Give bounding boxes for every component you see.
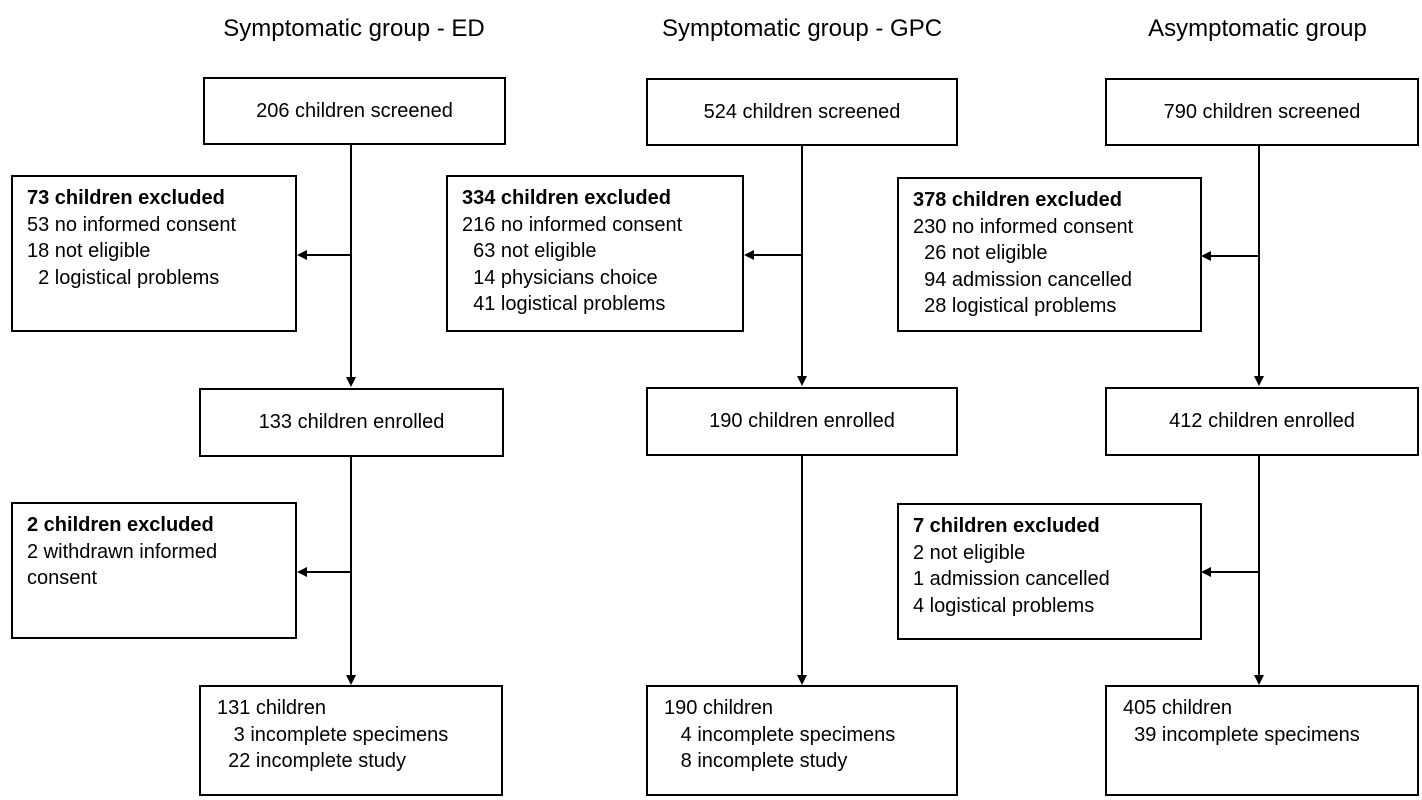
asym-enrolled-text: 412 children enrolled xyxy=(1169,410,1355,433)
asym-excluded1-line: 230 no informed consent xyxy=(913,215,1134,238)
gpc-final-line: 4 incomplete specimens xyxy=(664,723,896,746)
gpc-excluded1-line: 63 not eligible xyxy=(462,240,597,262)
ed-excluded2-box: 2 children excluded 2 withdrawn informed… xyxy=(11,502,297,639)
gpc-excluded1-line: 41 logistical problems xyxy=(462,293,666,315)
column-title-ed: Symptomatic group - ED xyxy=(223,15,485,42)
ed-final-heading: 131 children xyxy=(217,697,326,719)
gpc-final-line: 8 incomplete study xyxy=(664,750,848,772)
ed-screened-text: 206 children screened xyxy=(256,99,453,122)
asym-screened-text: 790 children screened xyxy=(1163,100,1361,123)
ed-screened-box: 206 children screened xyxy=(203,77,506,145)
asym-excluded2-box: 7 children excluded 2 not eligible 1 adm… xyxy=(897,503,1202,640)
asym-excluded1-box: 378 children excluded 230 no informed co… xyxy=(897,177,1202,332)
gpc-excluded1-line: 14 physicians choice xyxy=(462,266,658,289)
gpc-enrolled-text: 190 children enrolled xyxy=(709,410,895,433)
ed-excluded1-line: 2 logistical problems xyxy=(27,266,220,289)
asym-excluded2-line: 1 admission cancelled xyxy=(913,568,1110,590)
asym-final-box: 405 children 39 incomplete specimens xyxy=(1105,685,1419,796)
ed-excluded1-line: 53 no informed consent xyxy=(27,213,237,236)
ed-final-line: 22 incomplete study xyxy=(217,750,406,772)
asym-final-heading: 405 children xyxy=(1123,697,1232,719)
gpc-excluded1-heading: 334 children excluded xyxy=(462,187,671,209)
gpc-final-box: 190 children 4 incomplete specimens 8 in… xyxy=(646,685,958,796)
asym-enrolled-box: 412 children enrolled xyxy=(1105,387,1419,456)
ed-excluded1-line: 18 not eligible xyxy=(27,240,151,262)
gpc-excluded1-box: 334 children excluded 216 no informed co… xyxy=(446,175,744,332)
gpc-final-heading: 190 children xyxy=(664,697,773,719)
asym-screened-box: 790 children screened xyxy=(1105,78,1419,146)
asym-excluded2-heading: 7 children excluded xyxy=(913,515,1100,537)
ed-excluded1-box: 73 children excluded 53 no informed cons… xyxy=(11,175,297,332)
asym-final-line: 39 incomplete specimens xyxy=(1123,723,1360,746)
gpc-enrolled-box: 190 children enrolled xyxy=(646,387,958,456)
ed-enrolled-box: 133 children enrolled xyxy=(199,388,504,457)
gpc-screened-text: 524 children screened xyxy=(703,100,901,123)
ed-enrolled-text: 133 children enrolled xyxy=(258,411,445,434)
ed-excluded1-heading: 73 children excluded xyxy=(27,187,225,209)
column-title-gpc: Symptomatic group - GPC xyxy=(661,15,943,42)
ed-excluded2-line: 2 withdrawn informed xyxy=(27,540,218,563)
ed-final-box: 131 children 3 incomplete specimens 22 i… xyxy=(199,685,503,796)
ed-excluded2-line: consent xyxy=(27,567,98,589)
column-title-asymptomatic: Asymptomatic group xyxy=(1148,15,1367,42)
asym-excluded1-line: 26 not eligible xyxy=(913,242,1048,264)
ed-excluded2-heading: 2 children excluded xyxy=(27,514,214,536)
gpc-excluded1-line: 216 no informed consent xyxy=(462,213,683,236)
asym-excluded2-line: 2 not eligible xyxy=(913,541,1026,564)
asym-excluded1-heading: 378 children excluded xyxy=(913,189,1122,211)
asym-excluded2-line: 4 logistical problems xyxy=(913,594,1095,617)
gpc-screened-box: 524 children screened xyxy=(646,78,958,146)
asym-excluded1-line: 28 logistical problems xyxy=(913,295,1117,317)
ed-final-line: 3 incomplete specimens xyxy=(217,723,449,746)
asym-excluded1-line: 94 admission cancelled xyxy=(913,268,1133,291)
